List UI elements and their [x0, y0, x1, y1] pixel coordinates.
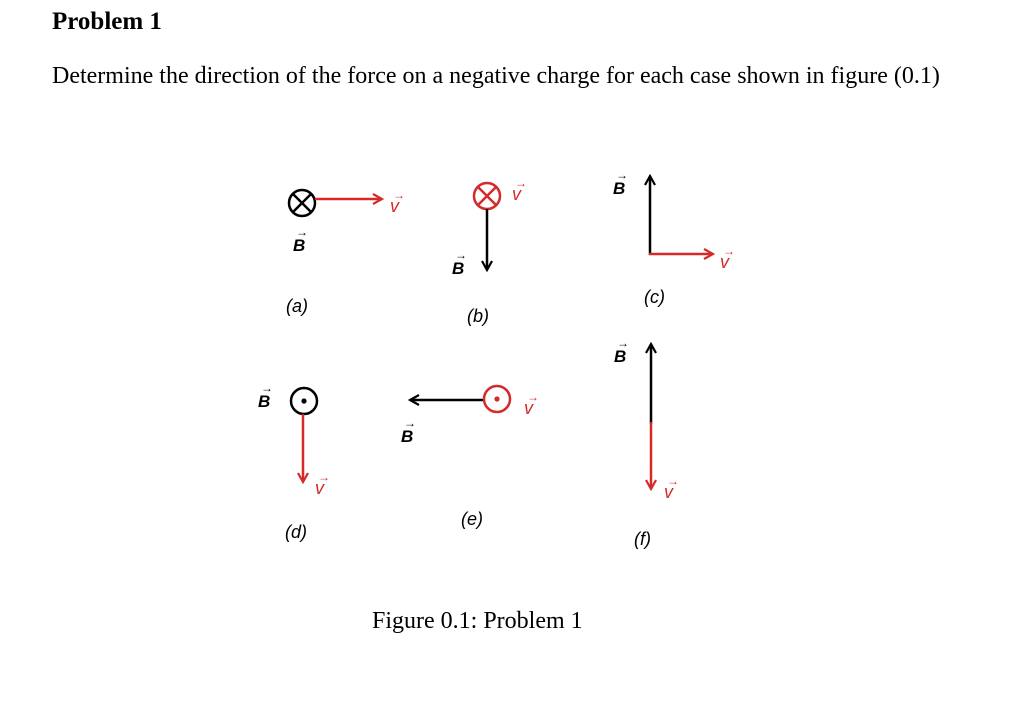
vector-arrow-icon: → [261, 381, 273, 395]
field-label: B [614, 347, 626, 366]
subfigure-label: (d) [285, 522, 307, 542]
field-into-page-symbol [287, 188, 317, 218]
velocity-label: v [664, 482, 674, 502]
field-label: B [613, 179, 625, 198]
vector-arrow-icon: → [318, 470, 330, 484]
field-label: B [293, 236, 305, 255]
vector-arrow-icon: → [667, 474, 679, 488]
vector-arrow-icon: → [515, 176, 527, 190]
vector-arrow-icon: → [393, 188, 405, 202]
figure-caption: Figure 0.1: Problem 1 [372, 608, 583, 634]
vector-arrow-icon: → [455, 248, 467, 262]
subfigure-c: B → v → (c) [613, 168, 735, 307]
subfigure-label: (a) [286, 296, 308, 316]
subfigure-e: v → B → (e) [401, 384, 539, 529]
problem-heading: Problem 1 [52, 8, 162, 35]
field-label: B [452, 259, 464, 278]
field-out-of-page-symbol [289, 386, 319, 416]
field-label: B [258, 392, 270, 411]
subfigure-label: (f) [634, 529, 651, 549]
velocity-into-page-symbol [472, 181, 502, 211]
vector-arrow-icon: → [404, 416, 416, 430]
field-label: B [401, 427, 413, 446]
velocity-label: v [720, 252, 730, 272]
problem-text: Determine the direction of the force on … [52, 63, 940, 89]
subfigure-b: v → B → (b) [452, 176, 527, 326]
velocity-label: v [390, 196, 400, 216]
velocity-label: v [524, 398, 534, 418]
vector-arrow-icon: → [616, 168, 628, 182]
velocity-out-of-page-symbol [482, 384, 512, 414]
vector-arrow-icon: → [296, 225, 308, 239]
velocity-label: v [315, 478, 325, 498]
subfigure-a: v → B → (a) [286, 188, 405, 316]
vector-arrow-icon: → [617, 336, 629, 350]
subfigure-d: B → v → (d) [258, 381, 330, 542]
velocity-label: v [512, 184, 522, 204]
subfigure-label: (b) [467, 306, 489, 326]
vector-arrow-icon: → [723, 244, 735, 258]
vector-arrow-icon: → [527, 390, 539, 404]
subfigure-f: B → v → (f) [614, 336, 679, 549]
subfigure-label: (c) [644, 287, 665, 307]
subfigure-label: (e) [461, 509, 483, 529]
